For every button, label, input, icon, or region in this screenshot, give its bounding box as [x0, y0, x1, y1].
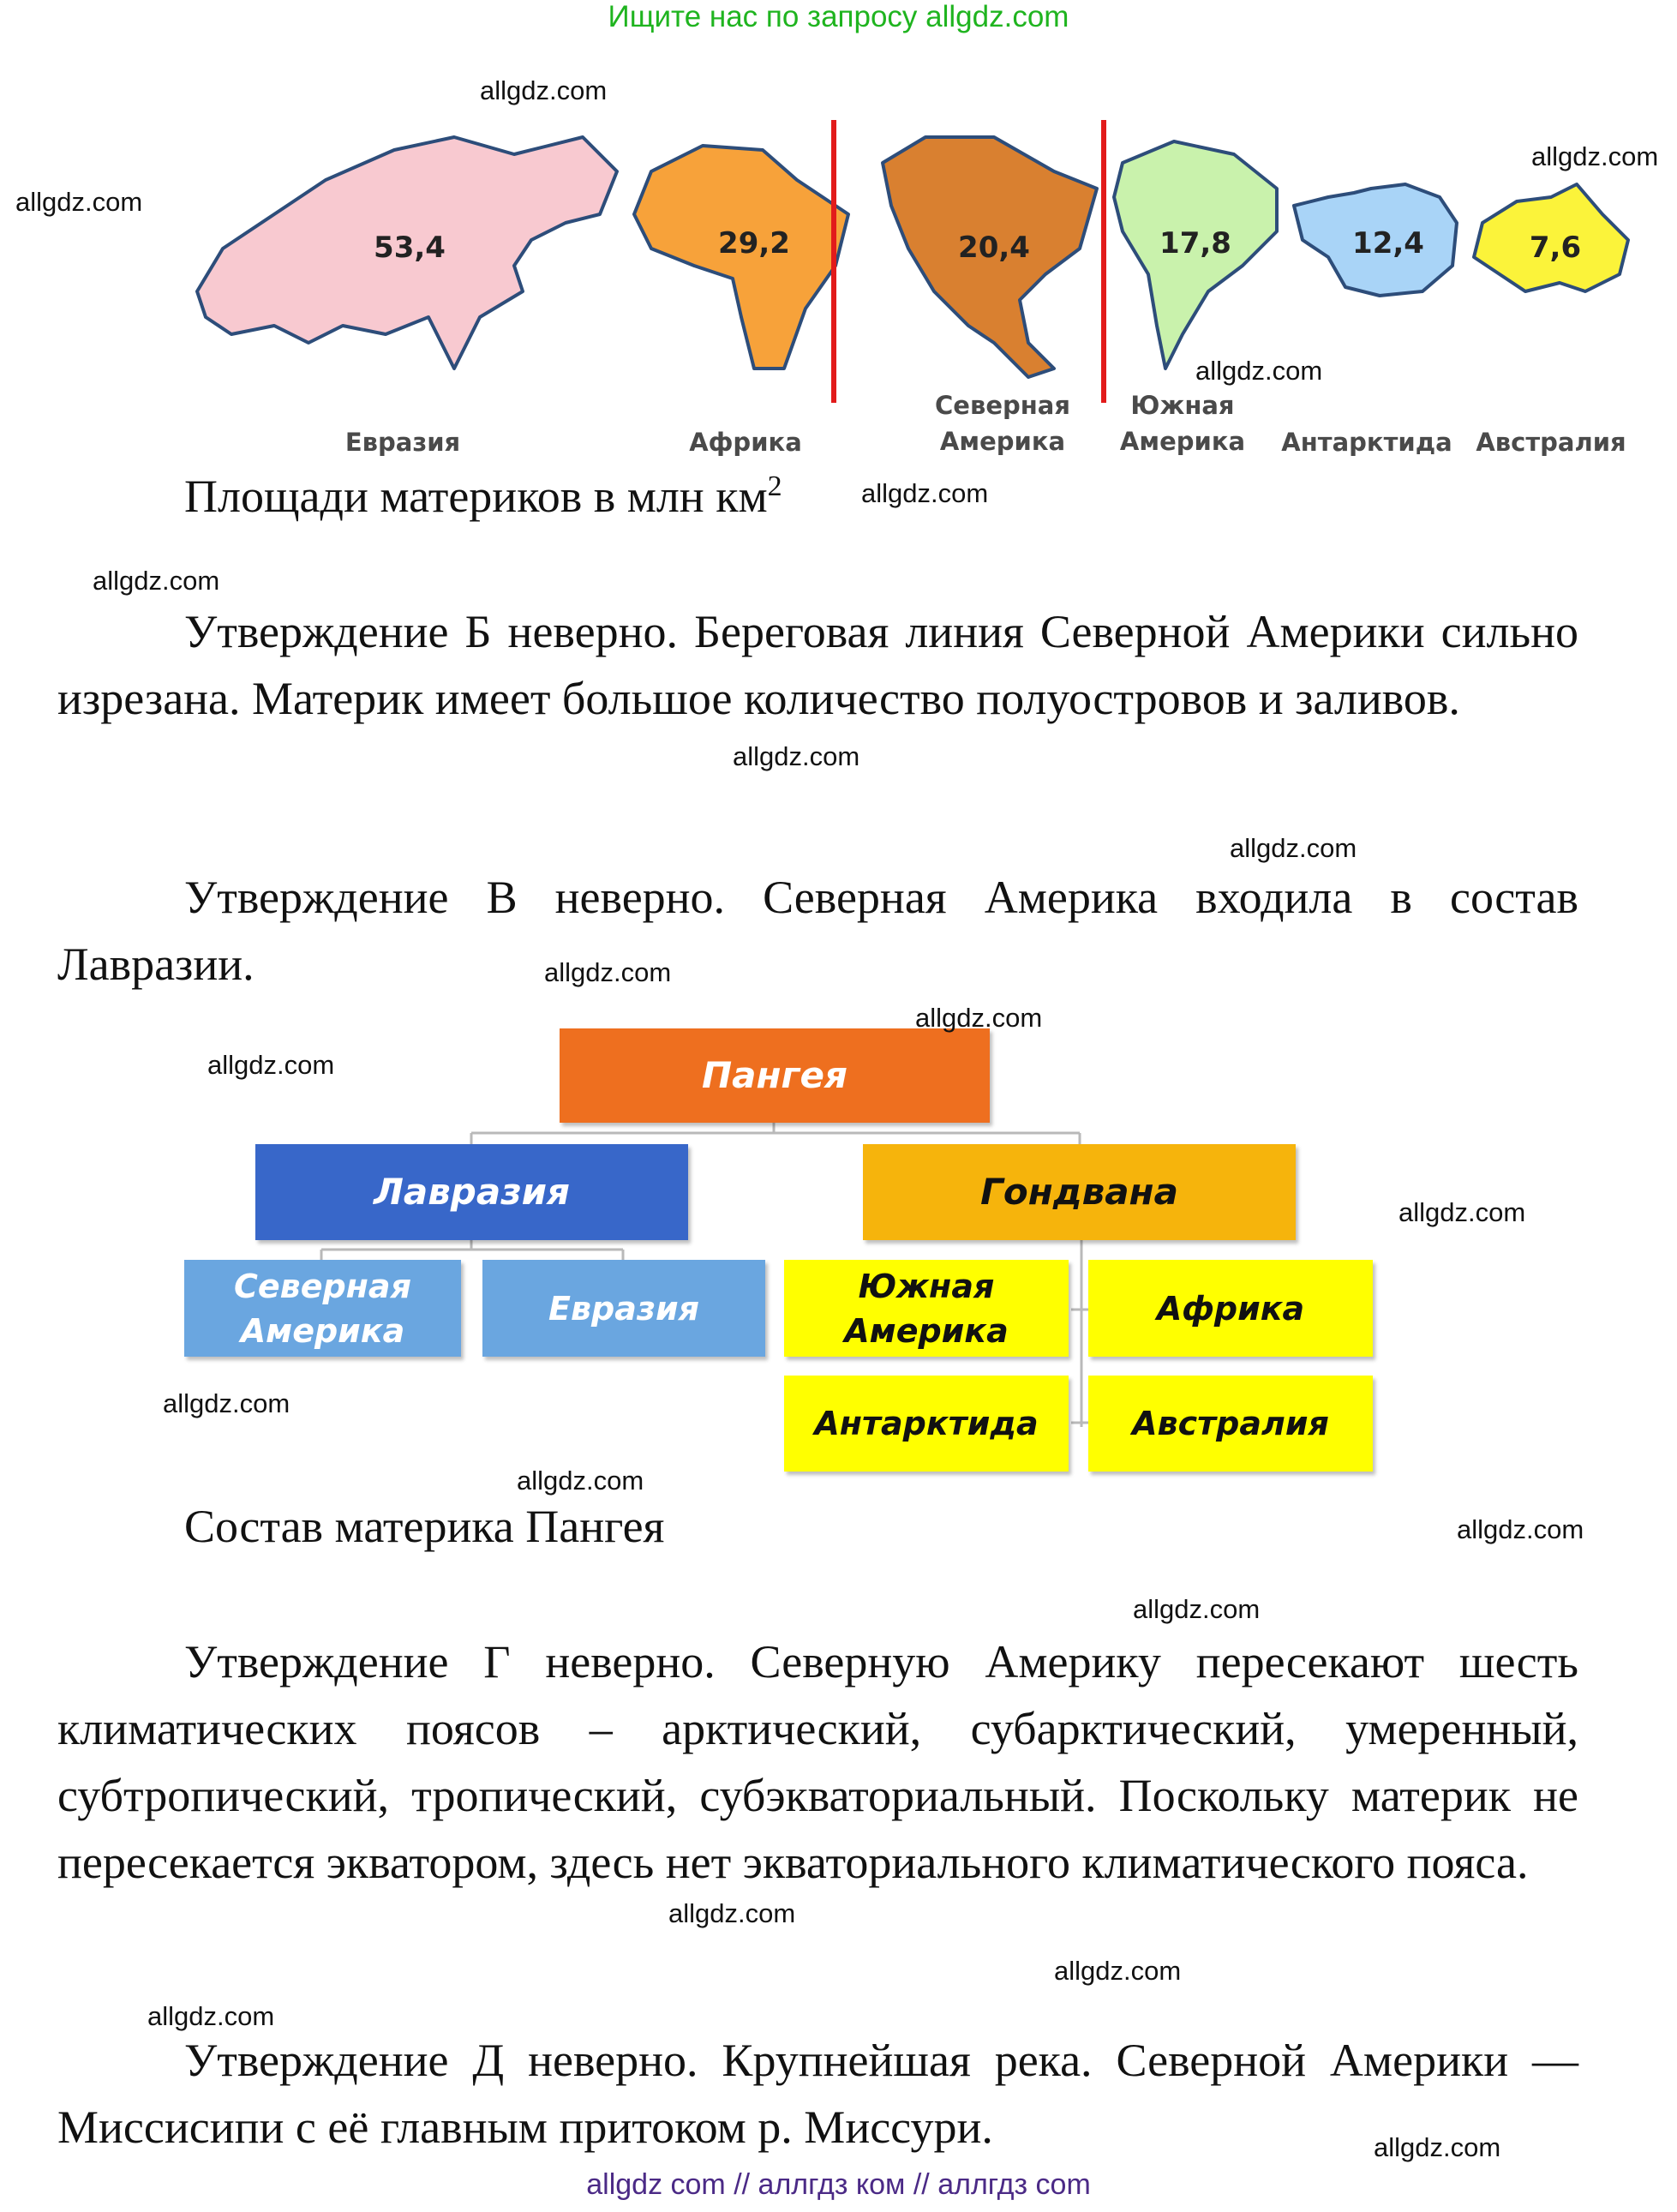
eurasia-shape: [195, 135, 619, 370]
bottom-banner[interactable]: allgdz com // аллгдз ком // аллгдз com: [586, 2168, 1091, 2201]
area-value-north-america: 20,4: [958, 231, 1030, 265]
watermark: allgdz.com: [544, 957, 672, 987]
watermark: allgdz.com: [1133, 1594, 1261, 1624]
gondwana-label: Гондвана: [980, 1171, 1178, 1213]
continents-caption-text: Площади материков в млн км: [184, 471, 768, 522]
gondwana-child-antarctica: Антарктида: [784, 1376, 1069, 1472]
label-south-america: Южная Америка: [1119, 391, 1246, 456]
watermark: allgdz.com: [15, 187, 143, 217]
gondwana-child-australia: Австралия: [1088, 1376, 1373, 1472]
laurasia-child-label: Северная Америка: [234, 1267, 411, 1350]
laurasia-child-label: Евразия: [548, 1289, 699, 1328]
label-antarctica: Антарктида: [1281, 428, 1452, 457]
pangea-box: Пангея: [560, 1028, 990, 1123]
pangea-caption: Состав материка Пангея: [184, 1501, 665, 1552]
label-australia: Австралия: [1476, 428, 1626, 457]
gondwana-child-label: Австралия: [1132, 1405, 1329, 1442]
caption-superscript: 2: [767, 471, 782, 502]
gondwana-child-label: Африка: [1156, 1289, 1305, 1328]
watermark: allgdz.com: [1374, 2132, 1501, 2162]
watermark: allgdz.com: [1398, 1197, 1526, 1227]
watermark: allgdz.com: [207, 1050, 335, 1080]
laurasia-box: Лавразия: [255, 1144, 688, 1240]
paragraph-g-text: Утверждение Г неверно. Северную Америку …: [57, 1636, 1578, 1888]
laurasia-child-north-america: Северная Америка: [184, 1260, 461, 1357]
watermark: allgdz.com: [480, 75, 608, 105]
watermark: allgdz.com: [1531, 141, 1659, 171]
watermark: allgdz.com: [668, 1898, 796, 1928]
area-value-africa: 29,2: [718, 226, 790, 261]
paragraph-d: Утверждение Д неверно. Крупнейшая река. …: [57, 2027, 1578, 2161]
gondwana-child-label: Антарктида: [814, 1405, 1039, 1442]
gondwana-child-africa: Африка: [1088, 1260, 1373, 1357]
area-value-australia: 7,6: [1530, 231, 1581, 265]
north-america-shape: [881, 135, 1099, 379]
australia-shape: [1472, 183, 1630, 293]
area-value-south-america: 17,8: [1159, 226, 1231, 261]
watermark: allgdz.com: [1195, 356, 1323, 386]
watermark: allgdz.com: [163, 1388, 290, 1418]
label-north-america: Северная Америка: [935, 391, 1070, 456]
antarctica-shape: [1292, 183, 1458, 297]
paragraph-v: Утверждение В неверно. Северная Америка …: [57, 864, 1578, 998]
watermark: allgdz.com: [147, 2001, 275, 2031]
paragraph-g: Утверждение Г неверно. Северную Америку …: [57, 1628, 1578, 1896]
africa-shape: [632, 144, 850, 370]
gondwana-box: Гондвана: [863, 1144, 1296, 1240]
paragraph-b: Утверждение Б неверно. Береговая линия С…: [57, 598, 1578, 732]
watermark: allgdz.com: [861, 478, 989, 508]
laurasia-label: Лавразия: [373, 1171, 570, 1213]
watermark: allgdz.com: [517, 1466, 644, 1496]
watermark: allgdz.com: [915, 1003, 1043, 1033]
paragraph-d-text: Утверждение Д неверно. Крупнейшая река. …: [57, 2035, 1578, 2153]
watermark: allgdz.com: [1230, 833, 1357, 863]
area-value-eurasia: 53,4: [374, 231, 446, 265]
paragraph-v-text: Утверждение В неверно. Северная Америка …: [57, 872, 1578, 990]
label-eurasia: Евразия: [344, 428, 461, 457]
area-value-antarctica: 12,4: [1352, 226, 1424, 261]
laurasia-child-eurasia: Евразия: [482, 1260, 765, 1357]
continents-figure: 53,4 29,2 20,4 17,8 12,4 7,6: [195, 120, 1630, 403]
highlight-frame: [831, 120, 1106, 403]
watermark: allgdz.com: [733, 741, 860, 771]
paragraph-b-text: Утверждение Б неверно. Береговая линия С…: [57, 606, 1578, 724]
pangea-label: Пангея: [702, 1054, 847, 1096]
label-africa: Африка: [689, 428, 802, 457]
gondwana-child-label: Южная Америка: [844, 1267, 1009, 1350]
top-banner[interactable]: Ищите нас по запросу allgdz.com: [608, 0, 1069, 33]
continents-caption: Площади материков в млн км2: [184, 470, 782, 523]
south-america-shape: [1112, 140, 1279, 370]
gondwana-child-south-america: Южная Америка: [784, 1260, 1069, 1357]
watermark: allgdz.com: [1054, 1956, 1182, 1986]
watermark: allgdz.com: [1457, 1514, 1584, 1544]
watermark: allgdz.com: [93, 566, 220, 596]
